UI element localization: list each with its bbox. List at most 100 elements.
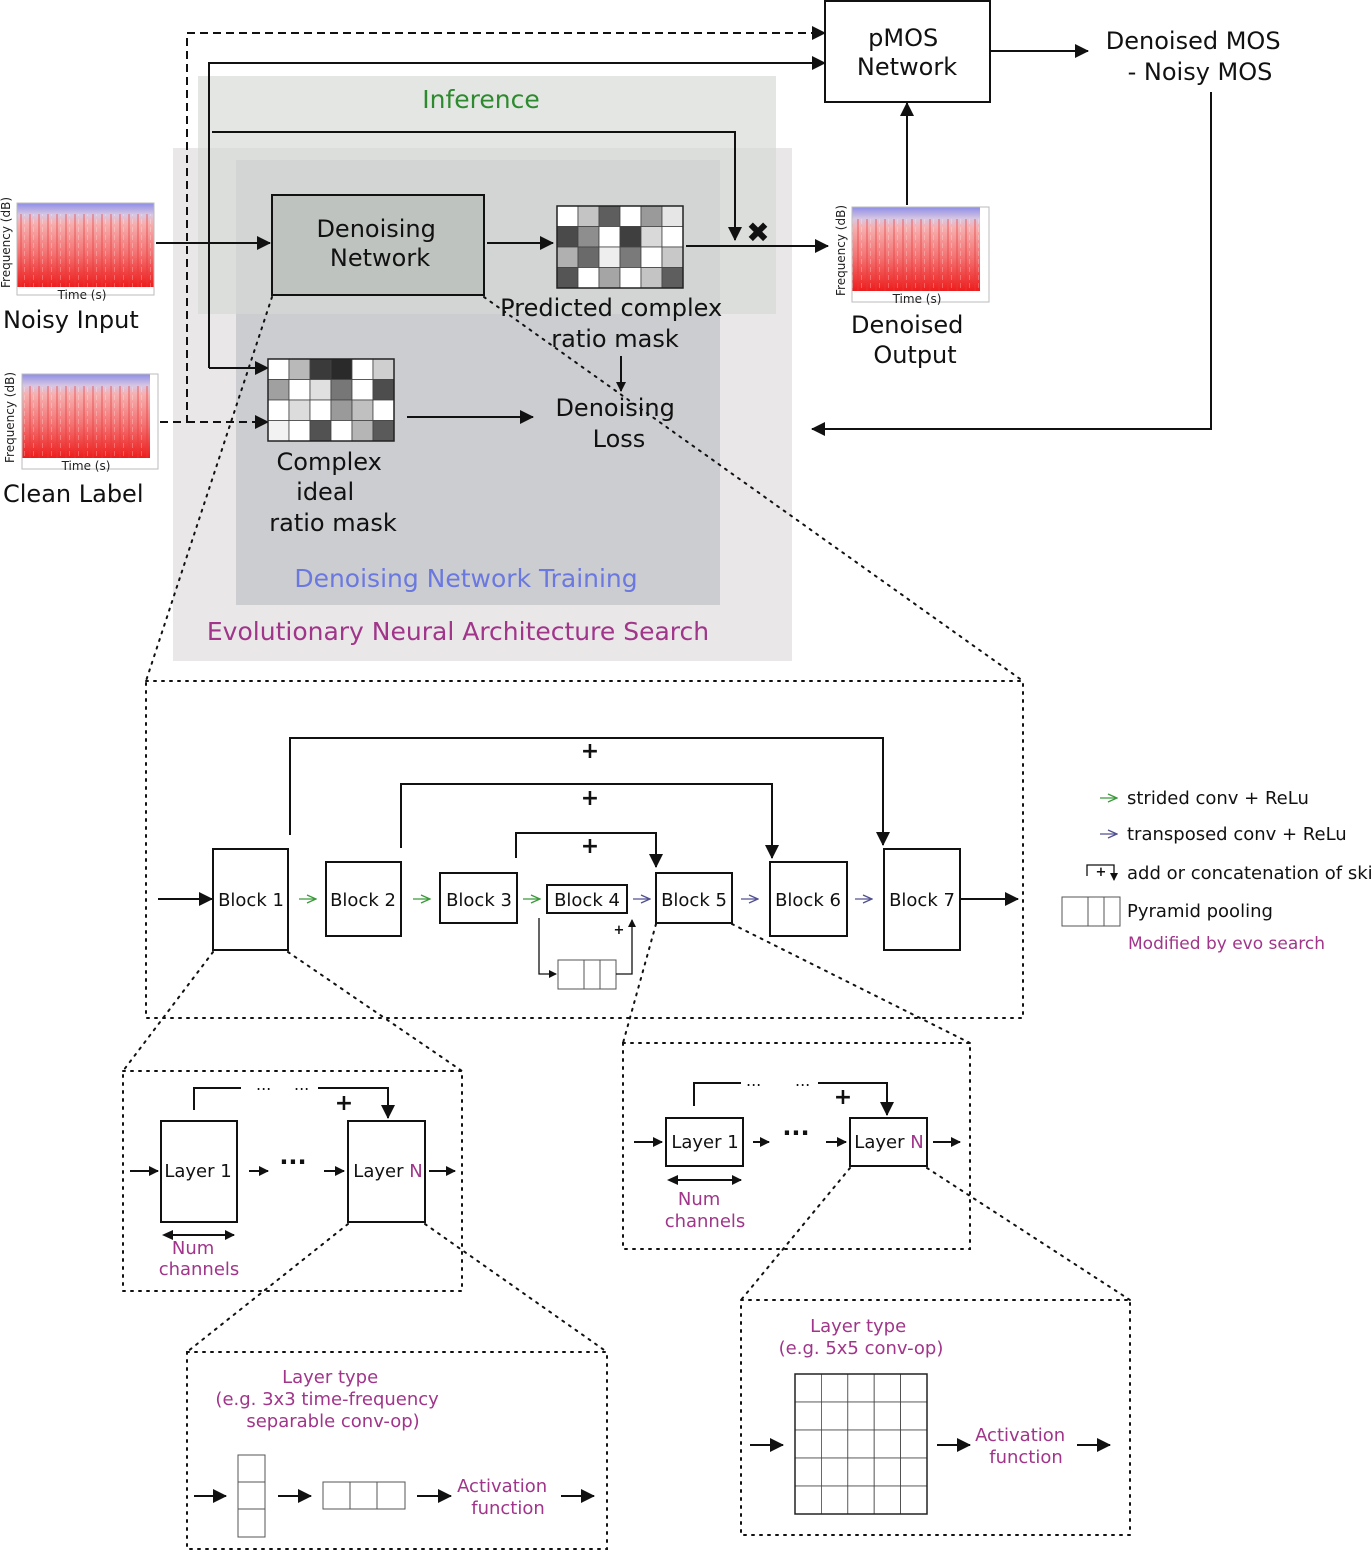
- pyramid-pool-out: [616, 919, 636, 975]
- block1-detail-frame: [122, 1070, 463, 1292]
- zoom-b1-left: [122, 951, 214, 1072]
- svg-text:Frequency (dB): Frequency (dB): [0, 197, 13, 288]
- b1-layer-1: [160, 1120, 238, 1223]
- svg-text:Frequency (dB): Frequency (dB): [834, 205, 848, 296]
- left-layer-type-label: Layer type (e.g. 3x3 time-frequency sepa…: [215, 1367, 444, 1432]
- zoom-b1-right: [287, 951, 463, 1072]
- pyramid-pooling-box: [557, 959, 617, 990]
- b5-layer-n-label: Layer N: [854, 1132, 923, 1153]
- pyramid-pool-in: [538, 918, 557, 978]
- legend-transposed-label: transposed conv + ReLu: [1127, 824, 1347, 845]
- predicted-mask-grid: [556, 205, 684, 289]
- b1-layer-n-label: Layer N: [353, 1161, 422, 1182]
- svg-text:Frequency (dB): Frequency (dB): [3, 372, 17, 463]
- b1-layer-n: [347, 1120, 426, 1223]
- b1-ellipsis: ...: [279, 1142, 306, 1170]
- block-6: Block 6: [769, 861, 848, 937]
- skip-1-7: [289, 737, 890, 846]
- mos-difference-label: Denoised MOS - Noisy MOS: [1106, 27, 1288, 86]
- b5-layer-n: [849, 1117, 928, 1167]
- zoom-b5n-right: [926, 1167, 1131, 1301]
- b5-layer-1-label: Layer 1: [671, 1132, 738, 1153]
- right-activation-label: Activation function: [975, 1425, 1071, 1468]
- block-3: Block 3: [439, 872, 518, 924]
- b1-layer-1-label: Layer 1: [164, 1161, 231, 1182]
- noisy-input-label: Noisy Input: [3, 306, 139, 334]
- svg-text:...: ...: [746, 1071, 761, 1090]
- training-label: Denoising Network Training: [294, 564, 637, 593]
- svg-text:Block 5: Block 5: [661, 890, 727, 911]
- b5-skip: [693, 1082, 741, 1106]
- pmos-network-label: pMOS Network: [857, 24, 957, 81]
- svg-text:+: +: [1096, 865, 1107, 880]
- block-1: Block 1: [212, 848, 289, 951]
- denoising-network-label: Denoising Network: [316, 215, 443, 272]
- left-activation-label: Activation function: [457, 1476, 553, 1519]
- svg-text:+: +: [834, 1085, 852, 1110]
- mos-feedback-arrow: [811, 92, 1212, 436]
- predicted-mask-label: Predicted complex ratio mask: [500, 294, 730, 353]
- block-4: Block 4: [546, 884, 628, 914]
- b5-num-channels: Num channels: [665, 1189, 746, 1232]
- noisy-input-spectrogram: Time (s) Frequency (dB): [0, 197, 155, 302]
- skip-3-5-plus: +: [581, 834, 599, 859]
- inference-bypass-arrow: [212, 131, 742, 241]
- horizontal-kernel: [322, 1481, 406, 1510]
- b1-skip: [193, 1087, 241, 1110]
- svg-text:Block 7: Block 7: [889, 890, 955, 911]
- svg-text:Time (s): Time (s): [61, 459, 111, 473]
- layer-type-frame-left: [186, 1351, 608, 1550]
- svg-text:+: +: [335, 1091, 353, 1116]
- legend-modified-label: Modified by evo search: [1128, 934, 1325, 954]
- svg-text:Block 1: Block 1: [218, 890, 284, 911]
- legend-skip-label: add or concatenation of skip: [1127, 863, 1372, 884]
- svg-text:...: ...: [294, 1075, 309, 1094]
- clean-label-dashed-path: [160, 26, 826, 423]
- vertical-kernel: [237, 1454, 266, 1538]
- clean-label-text: Clean Label: [3, 480, 143, 508]
- evo-search-label: Evolutionary Neural Architecture Search: [207, 617, 709, 646]
- svg-text:...: ...: [256, 1075, 271, 1094]
- legend-strided-label: strided conv + ReLu: [1127, 788, 1309, 809]
- zoom-b5n-left: [740, 1167, 851, 1301]
- noisy-to-pmos-path: [208, 56, 826, 368]
- denoising-network-box: [271, 194, 485, 296]
- ideal-mask-grid: [267, 358, 395, 442]
- skip-3-5: [515, 832, 663, 868]
- right-layer-type-label: Layer type (e.g. 5x5 conv-op): [779, 1316, 944, 1359]
- legend: strided conv + ReLu transposed conv + Re…: [1061, 788, 1372, 954]
- denoised-output-spectrogram: Time (s) Frequency (dB): [834, 205, 990, 306]
- legend-pyramid-icon: [1061, 896, 1121, 927]
- inference-label: Inference: [422, 85, 539, 114]
- svg-text:Time (s): Time (s): [57, 288, 107, 302]
- b5-layer-1: [665, 1117, 744, 1167]
- square-kernel-5x5: [794, 1373, 928, 1515]
- b5-ellipsis: ...: [782, 1113, 809, 1141]
- denoising-loss-label: Denoising Loss: [555, 394, 682, 453]
- pyramid-plus: +: [614, 923, 625, 938]
- svg-text:Block 6: Block 6: [775, 890, 841, 911]
- svg-text:Block 2: Block 2: [330, 890, 396, 911]
- denoised-output-label: Denoised Output: [851, 311, 971, 369]
- layer-type-frame-right: [740, 1299, 1131, 1536]
- svg-text:Block 3: Block 3: [446, 890, 512, 911]
- skip-2-6: [400, 783, 779, 859]
- zoom-b5-left: [622, 923, 657, 1044]
- clean-label-spectrogram: Time (s) Frequency (dB): [3, 372, 159, 473]
- skip-2-6-plus: +: [581, 786, 599, 811]
- b1-num-channels: Num channels: [159, 1238, 240, 1280]
- svg-text:Time (s): Time (s): [892, 292, 942, 306]
- ideal-mask-label: Complex ideal ratio mask: [269, 448, 397, 537]
- legend-pyramid-label: Pyramid pooling: [1127, 901, 1273, 922]
- block-7: Block 7: [883, 848, 961, 951]
- skip-1-7-plus: +: [581, 739, 599, 764]
- svg-text:Block 4: Block 4: [554, 890, 620, 911]
- zoom-line-right: [483, 296, 1024, 682]
- block-5: Block 5: [655, 872, 733, 924]
- block-2: Block 2: [325, 861, 402, 937]
- mask-multiply-icon: ✖: [746, 216, 769, 249]
- legend-skip-icon: [1086, 864, 1118, 881]
- svg-text:...: ...: [795, 1071, 810, 1090]
- block5-detail-frame: [622, 1042, 971, 1250]
